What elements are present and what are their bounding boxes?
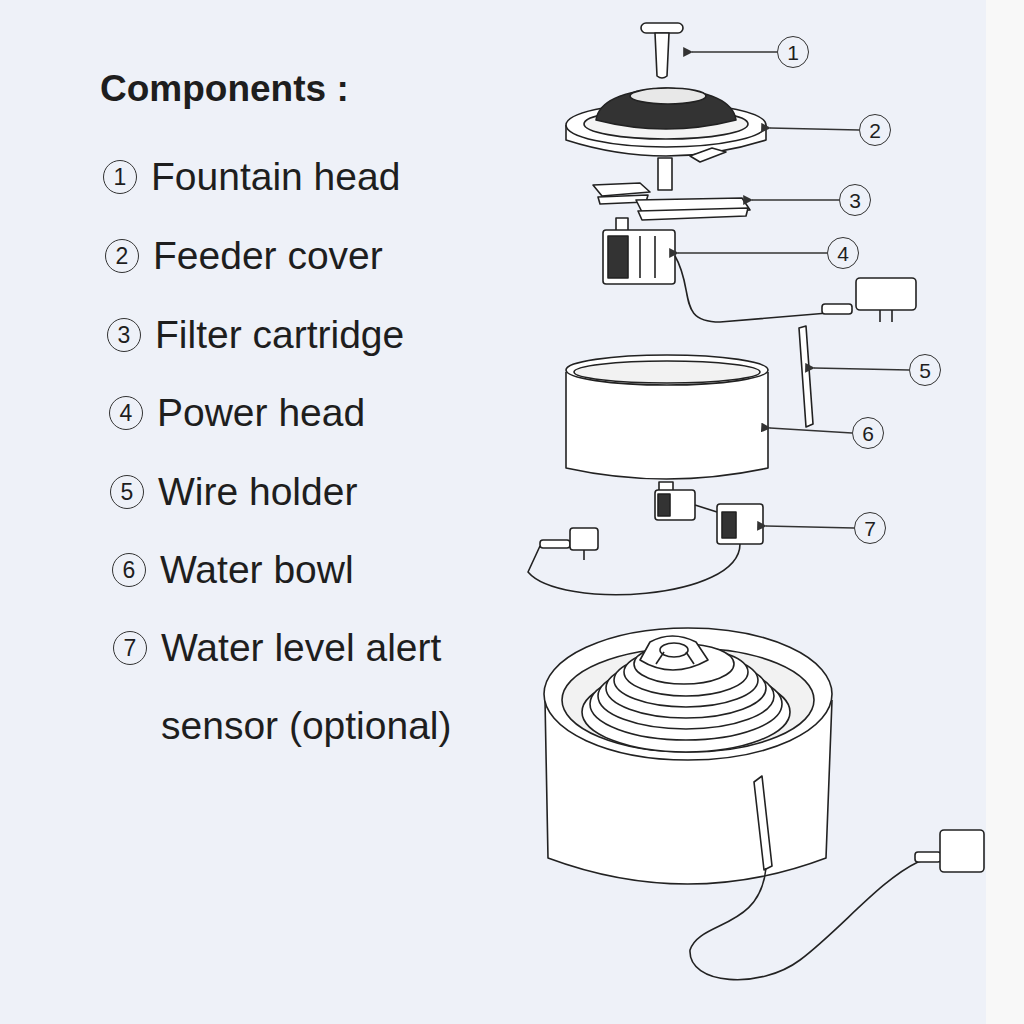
illustration-part: [658, 494, 670, 516]
callout-number: 1: [777, 36, 809, 68]
illustration-part: [879, 310, 881, 322]
callout-number: 7: [854, 512, 886, 544]
callout-number: 1: [787, 42, 799, 63]
illustration-part: [770, 128, 859, 130]
illustration-part: [638, 208, 748, 220]
component-item: 5 Wire holder: [110, 464, 357, 520]
callout-number: 7: [113, 631, 147, 665]
callout-number: 3: [849, 190, 861, 211]
illustration-part: [583, 550, 585, 560]
illustration-part: [574, 361, 760, 383]
callout-number: 5: [110, 475, 144, 509]
component-name: Water bowl: [160, 542, 354, 598]
illustration-part: [528, 544, 740, 595]
component-name: Water level alert sensor (optional): [161, 609, 506, 765]
illustration-part: [722, 512, 736, 538]
callout-number: 2: [869, 120, 881, 141]
illustration-part: [655, 490, 695, 520]
page-margin: [986, 0, 1024, 1024]
illustration-part: [915, 852, 941, 862]
illustration-part: [596, 88, 736, 129]
callout-number: 5: [909, 354, 941, 386]
illustration-part: [752, 199, 839, 200]
component-name: Feeder cover: [153, 228, 383, 284]
illustration-part: [799, 326, 813, 427]
illustration-part: [690, 856, 940, 980]
callout-number: 3: [107, 318, 141, 352]
callout-number: 2: [105, 239, 139, 273]
callout-number: 7: [864, 518, 876, 539]
component-item: 6 Water bowl: [112, 542, 354, 598]
illustration-part: [678, 252, 827, 253]
illustration-part: [640, 636, 708, 670]
illustration-part: [540, 540, 570, 548]
illustration-part: [717, 504, 763, 544]
illustration-part: [528, 23, 984, 980]
illustration-part: [654, 236, 656, 278]
callout-number: 6: [112, 553, 146, 587]
callout-number: 3: [839, 184, 871, 216]
illustration-part: [658, 158, 672, 190]
component-item: 4 Power head: [109, 385, 365, 441]
component-name: Filter cartridge: [155, 307, 404, 363]
illustration-part: [603, 230, 675, 284]
component-name: Fountain head: [151, 149, 400, 205]
illustration-part: [822, 304, 852, 314]
illustration-part: [814, 368, 909, 370]
component-name: Wire holder: [158, 464, 357, 520]
illustration-part: [656, 652, 664, 664]
illustration-part: [690, 148, 726, 162]
illustration-part: [570, 528, 598, 550]
component-item: 2 Feeder cover: [105, 228, 383, 284]
component-item: 1 Fountain head: [103, 149, 400, 205]
callout-number: 4: [827, 237, 859, 269]
illustration-part: [686, 652, 694, 664]
illustration-part: [692, 51, 777, 52]
illustration-part: [655, 33, 669, 78]
illustration-part: [766, 526, 854, 528]
illustration-part: [566, 372, 768, 479]
illustration-part: [675, 256, 852, 322]
callout-number: 2: [859, 114, 891, 146]
illustration-part: [593, 183, 650, 196]
illustration-part: [639, 236, 641, 278]
illustration-part: [754, 776, 772, 870]
illustration-part: [566, 355, 768, 385]
illustration-part: [891, 310, 893, 322]
illustration-part: [770, 428, 852, 433]
callout-number: 1: [103, 160, 137, 194]
component-name: Power head: [157, 385, 365, 441]
illustration-part: [660, 643, 688, 657]
illustration-part: [678, 52, 909, 528]
callout-number: 4: [837, 243, 849, 264]
illustration-part: [856, 278, 916, 310]
illustration-part: [544, 628, 832, 760]
title: Components :: [100, 68, 349, 110]
callout-number: 5: [919, 360, 931, 381]
callout-number: 6: [862, 423, 874, 444]
component-item: 7 Water level alert sensor (optional): [113, 609, 506, 765]
illustration-part: [641, 23, 683, 33]
illustration-part: [630, 88, 706, 104]
component-item: 3 Filter cartridge: [107, 307, 404, 363]
callout-number: 4: [109, 396, 143, 430]
illustration-part: [608, 236, 628, 278]
callout-number: 6: [852, 417, 884, 449]
illustration-part: [940, 830, 984, 872]
illustration-part: [695, 505, 717, 512]
